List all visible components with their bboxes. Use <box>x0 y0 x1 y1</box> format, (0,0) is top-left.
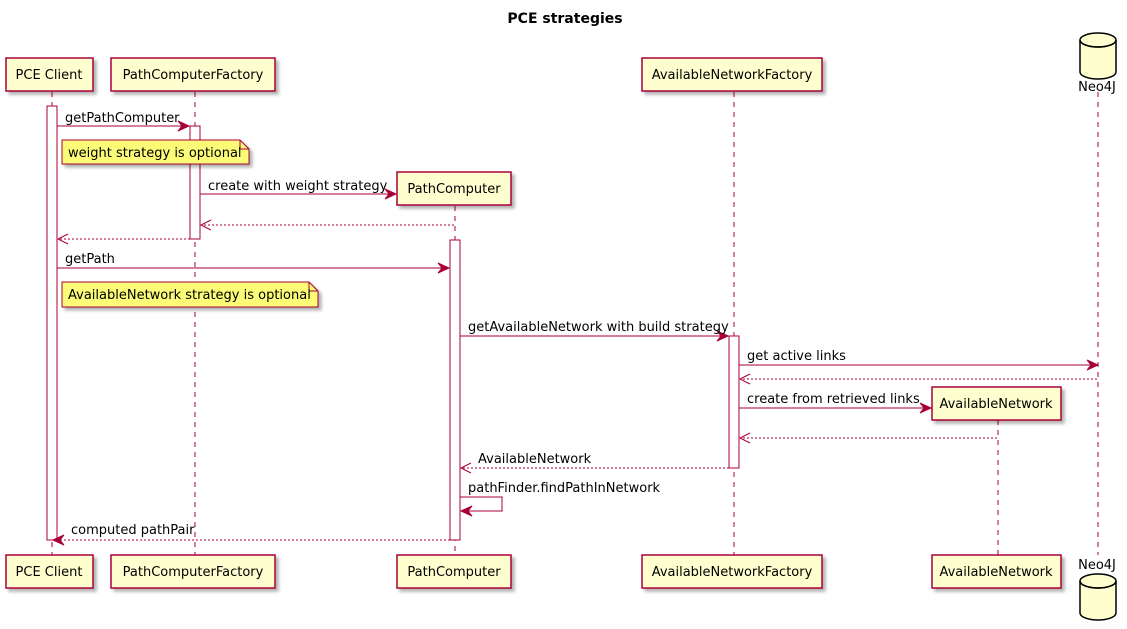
message-get-active-links-label: get active links <box>747 349 846 364</box>
note-weight-strategy-text: weight strategy is optional <box>68 146 242 161</box>
message-get-path-computer: getPathComputer <box>57 111 191 132</box>
message-find-path-in-network-label: pathFinder.findPathInNetwork <box>468 481 661 496</box>
activation-pce-client <box>46 105 58 541</box>
database-icon <box>1079 573 1117 621</box>
database-icon <box>1079 32 1117 80</box>
message-create-from-retrieved-links: create from retrieved links <box>739 392 933 414</box>
return-available-network-to-path-computer: AvailableNetwork <box>459 452 729 474</box>
return-available-network-to-factory <box>738 432 997 444</box>
return-computed-path-pair: computed pathPair <box>51 523 450 546</box>
participant-path-computer-created: PathComputer <box>396 171 512 206</box>
participant-pce-client-top: PCE Client <box>5 57 94 92</box>
participant-available-network-label: AvailableNetwork <box>939 397 1053 412</box>
participant-path-computer-factory-bottom-label: PathComputerFactory <box>123 565 264 580</box>
return-path-computer-to-factory <box>199 219 454 231</box>
participant-available-network-factory-top: AvailableNetworkFactory <box>641 57 823 92</box>
activation-path-computer-factory <box>189 125 201 240</box>
participant-available-network-bottom-label: AvailableNetwork <box>939 565 1053 580</box>
activation-path-computer <box>449 239 461 541</box>
message-create-with-weight-strategy: create with weight strategy <box>200 179 398 200</box>
message-get-path: getPath <box>57 252 451 274</box>
participant-available-network-factory-label: AvailableNetworkFactory <box>652 68 813 83</box>
message-find-path-in-network: pathFinder.findPathInNetwork <box>459 481 661 517</box>
participant-available-network-bottom: AvailableNetwork <box>931 554 1062 589</box>
participant-path-computer-bottom: PathComputer <box>396 554 512 589</box>
return-available-network-label: AvailableNetwork <box>478 452 592 467</box>
message-create-with-weight-strategy-label: create with weight strategy <box>208 179 388 194</box>
participant-neo4j-bottom: Neo4J <box>1078 558 1117 621</box>
participant-path-computer-bottom-label: PathComputer <box>407 565 501 580</box>
participant-pce-client-bottom: PCE Client <box>5 554 94 589</box>
participant-pce-client-bottom-label: PCE Client <box>16 565 83 580</box>
activation-available-network-factory <box>728 335 740 469</box>
participant-path-computer-factory-top: PathComputerFactory <box>110 57 276 92</box>
message-get-available-network-label: getAvailableNetwork with build strategy <box>468 320 729 335</box>
participant-available-network-factory-bottom-label: AvailableNetworkFactory <box>652 565 813 580</box>
participant-path-computer-factory-bottom: PathComputerFactory <box>110 554 276 589</box>
return-neo4j-to-factory <box>738 373 1097 385</box>
note-weight-strategy: weight strategy is optional <box>61 139 250 165</box>
message-get-path-label: getPath <box>65 252 115 267</box>
participant-neo4j-bottom-label: Neo4J <box>1078 558 1116 573</box>
diagram-title: PCE strategies <box>507 11 622 27</box>
participant-available-network-factory-bottom: AvailableNetworkFactory <box>641 554 823 589</box>
participant-neo4j-label: Neo4J <box>1078 80 1116 95</box>
note-available-network-strategy-text: AvailableNetwork strategy is optional <box>68 288 311 303</box>
message-get-path-computer-label: getPathComputer <box>65 111 180 126</box>
participant-path-computer-label: PathComputer <box>407 182 501 197</box>
return-computed-path-pair-label: computed pathPair <box>71 523 195 538</box>
participant-available-network-created: AvailableNetwork <box>931 386 1062 421</box>
note-available-network-strategy: AvailableNetwork strategy is optional <box>61 281 319 308</box>
return-factory-to-client <box>56 233 190 245</box>
participant-neo4j-top: Neo4J <box>1078 32 1117 95</box>
message-create-from-retrieved-links-label: create from retrieved links <box>747 392 920 407</box>
message-get-active-links: get active links <box>739 349 1100 371</box>
participant-path-computer-factory-label: PathComputerFactory <box>123 68 264 83</box>
participant-pce-client-label: PCE Client <box>16 68 83 83</box>
message-get-available-network: getAvailableNetwork with build strategy <box>460 320 730 342</box>
